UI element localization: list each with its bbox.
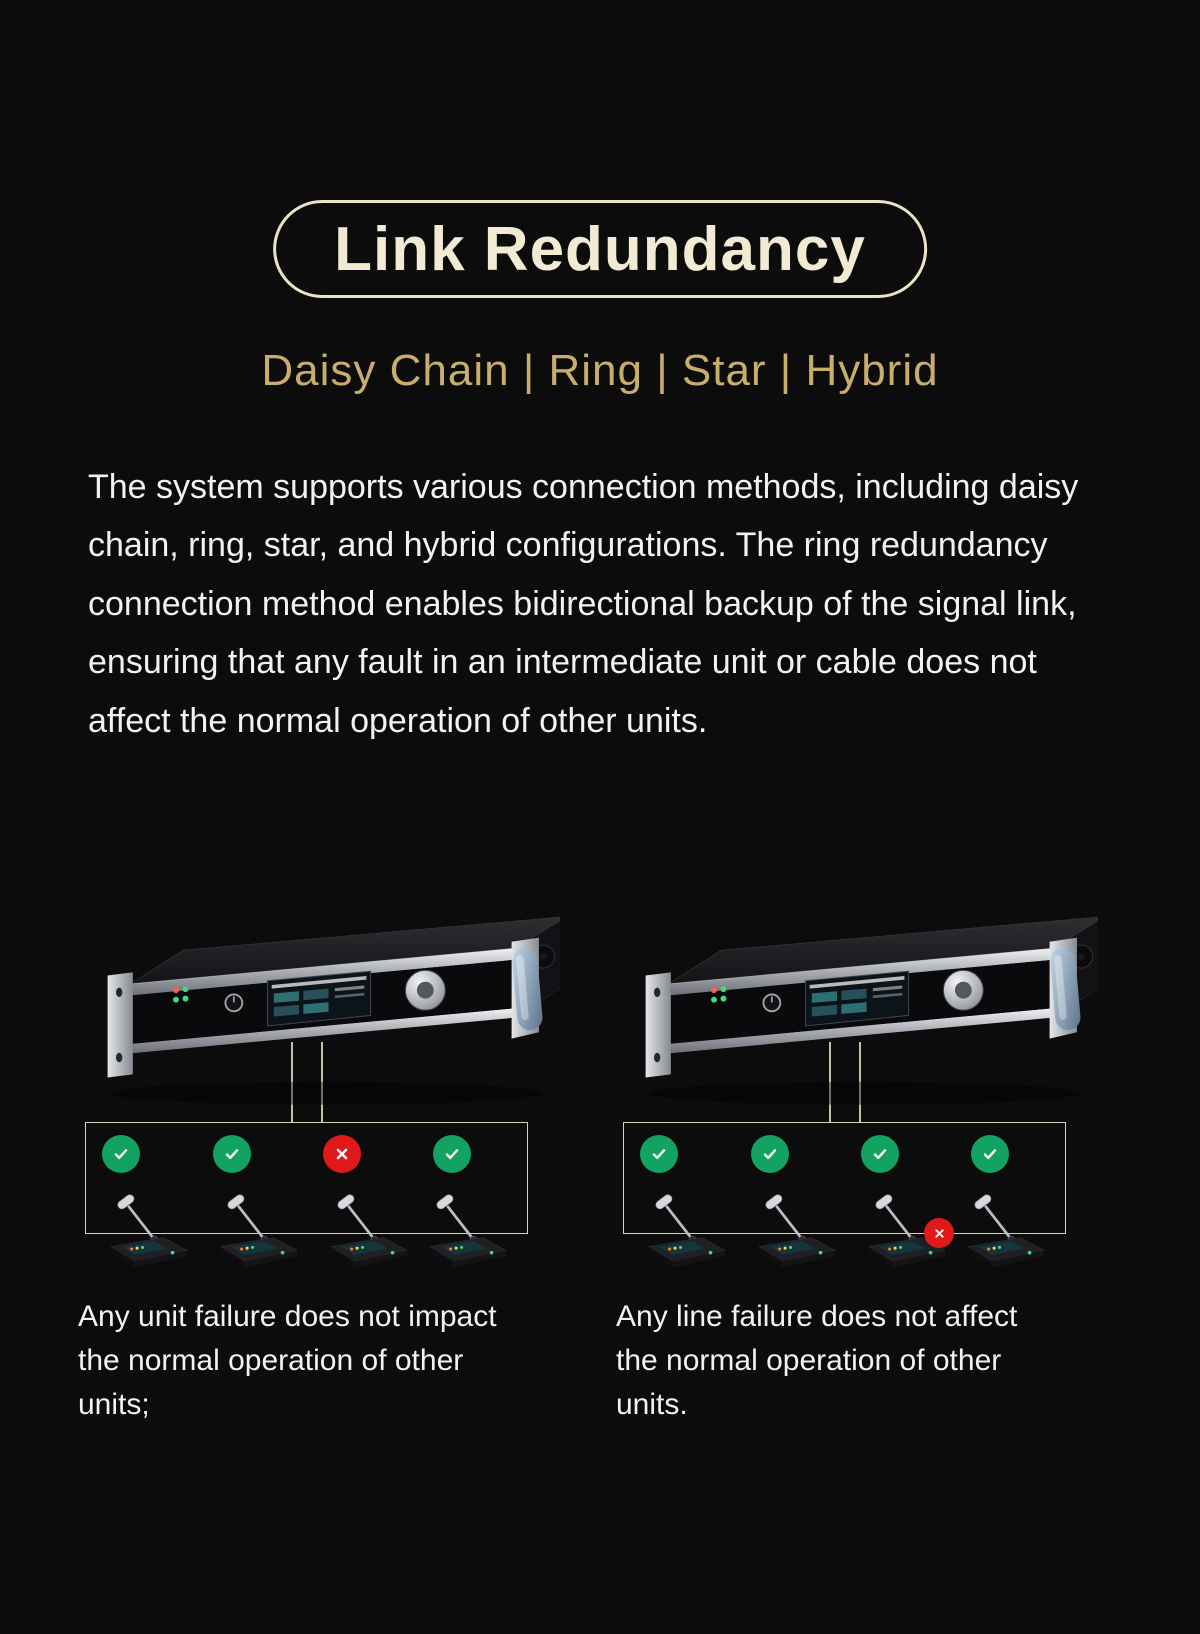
- mic-base-screen: [979, 1241, 1025, 1255]
- conference-host-device-image: [593, 885, 1098, 1132]
- connector-line: [291, 1042, 293, 1123]
- check-icon: [102, 1135, 141, 1173]
- line-failure-caption: Any line failure does not affect the nor…: [616, 1300, 1018, 1422]
- cross-icon: [924, 1218, 955, 1248]
- status-led: [182, 986, 189, 993]
- check-icon: [433, 1135, 472, 1173]
- mic-capsule: [974, 1194, 992, 1210]
- unit-failure-section: Any unit failure does not impact the nor…: [40, 870, 580, 1490]
- mic-gooseneck: [984, 1205, 1014, 1241]
- mic-gooseneck: [885, 1205, 914, 1241]
- conference-mic-unit: [955, 1191, 1055, 1277]
- mic-gooseneck: [347, 1205, 376, 1241]
- status-row: [624, 1135, 1065, 1173]
- title-pill: Link Redundancy: [273, 200, 927, 298]
- mic-capsule: [765, 1194, 783, 1210]
- unit-failure-caption: Any unit failure does not impact the nor…: [78, 1300, 497, 1422]
- conference-host-device-image: [55, 885, 560, 1132]
- mic-base-screen: [769, 1241, 816, 1255]
- handle-cap: [1050, 948, 1081, 1031]
- mic-capsule: [337, 1194, 355, 1210]
- status-led: [182, 995, 189, 1002]
- check-icon: [212, 1135, 251, 1173]
- mic-gooseneck: [237, 1205, 266, 1241]
- mic-capsule: [436, 1194, 454, 1210]
- status-led: [711, 996, 717, 1003]
- cross-icon: [322, 1135, 361, 1173]
- check-icon: [640, 1135, 679, 1173]
- status-led: [720, 986, 727, 993]
- page-title: Link Redundancy: [334, 214, 866, 284]
- conference-mic-unit: [636, 1191, 736, 1277]
- description-paragraph: The system supports various connection m…: [88, 468, 1079, 740]
- status-led: [720, 995, 727, 1002]
- connector-line: [829, 1042, 831, 1123]
- connector-line: [321, 1042, 323, 1123]
- mic-base-screen: [121, 1241, 167, 1255]
- conference-mic-unit: [856, 1191, 956, 1277]
- mic-base-screen: [879, 1241, 926, 1255]
- mic-gooseneck: [446, 1205, 476, 1241]
- mic-row: [86, 1191, 527, 1287]
- conference-mic-unit: [98, 1191, 198, 1277]
- check-icon: [971, 1135, 1010, 1173]
- power-button-icon: [762, 993, 782, 1013]
- line-failure-diagram: [623, 1122, 1066, 1268]
- mic-gooseneck: [127, 1205, 156, 1241]
- rack-ear-left: [645, 972, 671, 1078]
- mic-base-screen: [341, 1241, 388, 1255]
- mic-gooseneck: [665, 1205, 694, 1241]
- line-failure-section: Any line failure does not affect the nor…: [578, 870, 1118, 1490]
- mic-base-screen: [441, 1241, 487, 1255]
- check-icon: [750, 1135, 789, 1173]
- conference-mic-unit: [746, 1191, 846, 1277]
- mic-base-screen: [231, 1241, 278, 1255]
- mic-capsule: [227, 1194, 245, 1210]
- rack-ear-left: [107, 972, 133, 1078]
- status-led: [173, 996, 179, 1003]
- mic-gooseneck: [775, 1205, 804, 1241]
- handle-cap: [512, 948, 543, 1031]
- check-icon: [860, 1135, 899, 1173]
- status-row: [86, 1135, 527, 1173]
- power-button-icon: [224, 993, 244, 1013]
- mic-base-screen: [659, 1241, 705, 1255]
- unit-failure-diagram: [85, 1122, 528, 1268]
- connector-line: [859, 1042, 861, 1123]
- mic-capsule: [655, 1194, 673, 1210]
- mic-capsule: [875, 1194, 893, 1210]
- conference-mic-unit: [417, 1191, 517, 1277]
- status-led: [173, 987, 179, 994]
- conference-mic-unit: [318, 1191, 418, 1277]
- mic-capsule: [117, 1194, 135, 1210]
- conference-mic-unit: [208, 1191, 308, 1277]
- status-led: [711, 987, 717, 994]
- topology-subtitle: Daisy Chain | Ring | Star | Hybrid: [261, 346, 939, 395]
- mic-row: [624, 1191, 1065, 1287]
